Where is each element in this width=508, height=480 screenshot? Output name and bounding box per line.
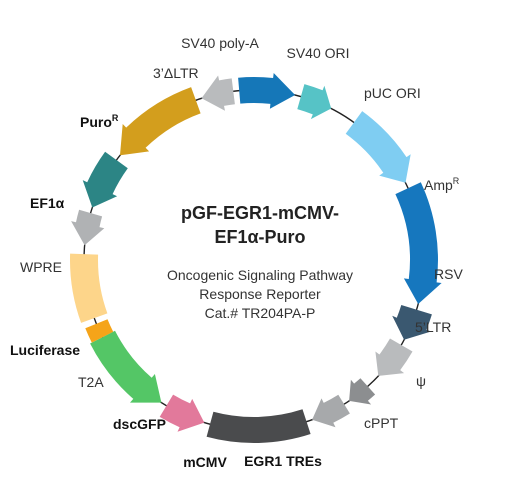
label-puro: PuroR — [80, 113, 119, 130]
feature-5ltr — [375, 338, 413, 376]
subtitle-line1: Oncogenic Signaling Pathway — [167, 267, 353, 283]
feature-psi — [349, 378, 376, 405]
label-egr1-tres: EGR1 TREs — [244, 453, 322, 469]
feature-ef1a — [82, 151, 128, 208]
feature-rsv — [392, 305, 432, 340]
label-luciferase: Luciferase — [10, 342, 80, 358]
plasmid-title-line2: EF1α-Puro — [214, 227, 305, 247]
feature-egr1-tres — [206, 409, 311, 444]
label-sv40-polya: SV40 poly-A — [181, 35, 259, 51]
label-cppt: cPPT — [364, 415, 399, 431]
label-5ltr: 5’LTR — [415, 319, 451, 335]
feature-wpre — [71, 209, 105, 246]
label-mcmv: mCMV — [183, 454, 227, 470]
catalog-number: Cat.# TR204PA-P — [205, 305, 316, 321]
feature-sv40-polya — [238, 73, 296, 109]
subtitle-line2: Response Reporter — [199, 286, 321, 302]
label-t2a: T2A — [78, 374, 104, 390]
plasmid-title-line1: pGF-EGR1-mCMV- — [181, 203, 339, 223]
label-3ltr: 3’ΔLTR — [153, 65, 199, 81]
label-psi: ψ — [416, 373, 426, 389]
feature-mcmv — [159, 394, 205, 432]
label-rsv: RSV — [434, 266, 463, 282]
label-ampr: AmpR — [424, 176, 460, 193]
label-puc-ori: pUC ORI — [364, 85, 421, 101]
feature-cppt — [312, 394, 350, 428]
feature-puc-ori — [345, 111, 411, 183]
feature-dscgfp — [90, 330, 162, 403]
feature-sv40-ori — [297, 84, 332, 120]
feature-3ltr — [201, 75, 235, 111]
label-wpre: WPRE — [20, 259, 62, 275]
feature-t2a — [85, 319, 114, 343]
feature-luciferase — [69, 253, 108, 323]
feature-ampr — [395, 182, 442, 304]
label-dscgfp: dscGFP — [113, 416, 166, 432]
label-ef1a: EF1α — [30, 195, 65, 211]
feature-puro — [120, 87, 201, 156]
label-sv40-ori: SV40 ORI — [286, 45, 349, 61]
